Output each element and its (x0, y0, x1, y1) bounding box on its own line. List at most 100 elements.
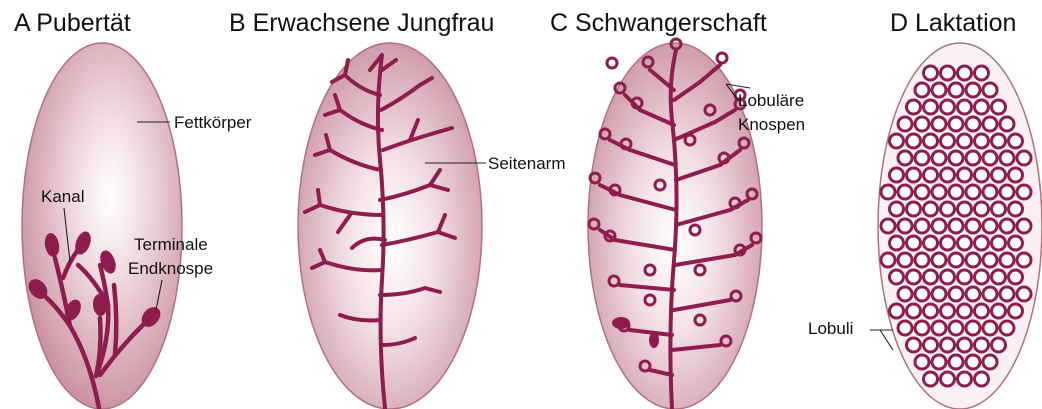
lobule-ring (958, 66, 972, 80)
lobule-ring (881, 219, 895, 233)
label-seitenarm: Seitenarm (488, 154, 565, 173)
lobule-ring (941, 202, 955, 216)
lobule-ring (932, 83, 946, 97)
lobule-ring (915, 117, 929, 131)
lobule-ring (1009, 134, 1023, 148)
lobule-ring (983, 355, 997, 369)
lobule-ring (949, 185, 963, 199)
lobule-ring (1000, 185, 1014, 199)
lobule-ring (1000, 287, 1014, 301)
lobule-ring (983, 185, 997, 199)
label-knospen: Knospen (738, 115, 805, 134)
lobule-ring (924, 100, 938, 114)
lobule-ring (975, 202, 989, 216)
lobule-ring (958, 338, 972, 352)
lobule-ring (975, 100, 989, 114)
lobule-ring (898, 219, 912, 233)
lobule-ring (890, 236, 904, 250)
lobule-ring (941, 100, 955, 114)
panel-b: B Erwachsene Jungfrau (229, 9, 565, 409)
lobule-ring (1000, 151, 1014, 165)
label-fettkoerper: Fettkörper (174, 113, 252, 132)
label-endknospe: Endknospe (128, 259, 213, 278)
lobule-ring (958, 372, 972, 386)
lobule-ring (907, 202, 921, 216)
panel-c: C Schwangerschaft (550, 9, 805, 409)
lobule-ring (907, 304, 921, 318)
lobule-ring (958, 304, 972, 318)
lobule-ring (1009, 304, 1023, 318)
lobule-ring (958, 134, 972, 148)
lobule-ring (966, 185, 980, 199)
lobule-ring (983, 151, 997, 165)
lobule-ring (924, 168, 938, 182)
panel-a-title: A Pubertät (14, 9, 131, 37)
fat-pad-b (298, 43, 482, 409)
lobule-ring (890, 202, 904, 216)
lobule-ring (881, 253, 895, 267)
lobule-ring (941, 134, 955, 148)
lobule-ring (898, 185, 912, 199)
lobule-ring (975, 236, 989, 250)
lobule-ring (983, 83, 997, 97)
lobule-ring (966, 83, 980, 97)
lobule-ring (975, 66, 989, 80)
lobule-ring (924, 270, 938, 284)
lobule-ring (907, 270, 921, 284)
lobule-ring (949, 151, 963, 165)
lobule-ring (983, 117, 997, 131)
lobule-ring (881, 185, 895, 199)
lobule-ring (949, 117, 963, 131)
lobule-ring (932, 321, 946, 335)
lobule-ring (966, 253, 980, 267)
lobule-ring (983, 253, 997, 267)
lobule-ring (1017, 253, 1031, 267)
lobule-ring (958, 270, 972, 284)
lobule-ring (941, 66, 955, 80)
lobule-ring (924, 236, 938, 250)
lobule-ring (975, 134, 989, 148)
lobule-ring (966, 287, 980, 301)
label-lobulaere: Lobuläre (738, 91, 804, 110)
lobule-ring (983, 287, 997, 301)
lobule-ring (975, 338, 989, 352)
lobule-ring (992, 134, 1006, 148)
panel-c-title: C Schwangerschaft (550, 9, 767, 37)
lobule-ring (949, 219, 963, 233)
lobule-ring (941, 168, 955, 182)
lobule-ring (949, 287, 963, 301)
lobule-ring (1000, 219, 1014, 233)
lobule-ring (1017, 185, 1031, 199)
panel-a: A Pubertät Fettkörper Kanal Terminale (14, 9, 252, 409)
label-terminale: Terminale (134, 235, 208, 254)
lobule-ring (1000, 117, 1014, 131)
lobule-ring (890, 270, 904, 284)
lobule-ring (992, 304, 1006, 318)
lobule-ring (915, 83, 929, 97)
lobule-ring (907, 134, 921, 148)
lobule-ring (958, 168, 972, 182)
lobule-ring (941, 338, 955, 352)
lobule-ring (975, 270, 989, 284)
lobule-ring (898, 287, 912, 301)
lobule-ring (966, 355, 980, 369)
lobule-ring (941, 304, 955, 318)
label-kanal: Kanal (41, 187, 84, 206)
panel-b-title: B Erwachsene Jungfrau (229, 9, 494, 37)
lobule-ring (949, 321, 963, 335)
lobule-ring (1017, 219, 1031, 233)
lobule-ring (907, 100, 921, 114)
lobule-ring (992, 168, 1006, 182)
lobule-ring (958, 100, 972, 114)
lobule-ring (941, 372, 955, 386)
lobule-ring (966, 219, 980, 233)
lobule-ring (941, 270, 955, 284)
lobule-ring (1000, 321, 1014, 335)
lobule-ring (890, 304, 904, 318)
lobule-ring (975, 304, 989, 318)
lobule-ring (915, 287, 929, 301)
label-lobuli: Lobuli (808, 319, 853, 338)
lobule-ring (898, 151, 912, 165)
lobule-ring (924, 338, 938, 352)
